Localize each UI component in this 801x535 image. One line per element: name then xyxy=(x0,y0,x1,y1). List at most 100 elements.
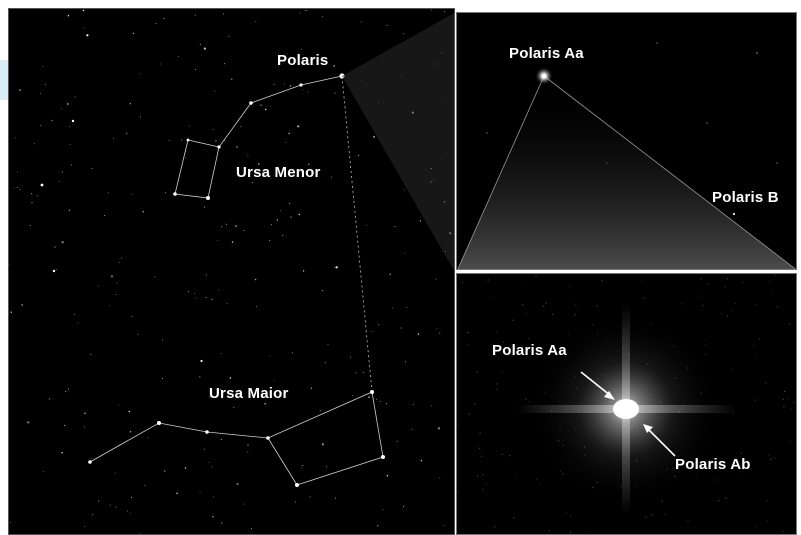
noise-speck xyxy=(737,476,739,478)
background-star xyxy=(121,257,123,259)
background-star xyxy=(420,460,423,462)
background-star xyxy=(10,311,12,313)
background-star xyxy=(396,440,398,442)
arrow-aa xyxy=(580,371,612,397)
background-star xyxy=(61,108,63,110)
background-star xyxy=(56,269,58,271)
background-star xyxy=(162,378,164,379)
polaris-ab-label: Polaris Ab xyxy=(675,456,751,473)
background-star xyxy=(84,426,86,428)
background-star xyxy=(44,84,46,85)
background-star xyxy=(203,47,206,50)
background-star xyxy=(333,65,335,67)
background-star xyxy=(13,187,15,189)
background-star xyxy=(64,424,66,427)
closeup-view xyxy=(457,274,795,534)
background-star xyxy=(301,48,303,50)
noise-speck xyxy=(789,323,791,325)
noise-speck xyxy=(772,290,774,292)
background-star xyxy=(115,506,117,508)
background-star xyxy=(292,352,293,354)
sky-panel: Polaris Ursa Menor Ursa Maior xyxy=(8,8,455,535)
background-star xyxy=(61,171,63,173)
background-star xyxy=(254,278,257,281)
noise-speck xyxy=(707,283,709,285)
background-star xyxy=(404,252,406,254)
background-star xyxy=(84,412,86,414)
noise-speck xyxy=(782,530,784,532)
background-star xyxy=(91,168,93,170)
background-star xyxy=(163,18,165,20)
ursa-minor-lines xyxy=(174,75,343,199)
polaris-b-star xyxy=(732,212,736,216)
noise-speck xyxy=(755,304,757,306)
background-star xyxy=(403,189,405,191)
noise-speck xyxy=(787,398,789,400)
background-star xyxy=(306,10,308,11)
background-star xyxy=(195,297,197,299)
noise-speck xyxy=(789,441,792,443)
background-star xyxy=(74,96,76,98)
background-star xyxy=(331,176,333,178)
background-star xyxy=(199,376,201,378)
background-star xyxy=(200,359,203,363)
noise-speck xyxy=(718,500,720,502)
background-star xyxy=(86,34,89,37)
noise-speck xyxy=(742,281,744,283)
background-star xyxy=(380,400,382,402)
pointer-line xyxy=(341,75,373,393)
polaris-b-label: Polaris B xyxy=(712,189,779,206)
background-star xyxy=(335,266,338,269)
background-star xyxy=(365,224,367,226)
noise-speck xyxy=(479,432,481,434)
noise-speck xyxy=(793,401,795,403)
background-star xyxy=(48,398,51,400)
noise-speck xyxy=(734,302,736,305)
background-star xyxy=(17,171,19,173)
background-star xyxy=(294,501,296,503)
background-star xyxy=(435,278,437,280)
edge-decoration xyxy=(0,60,8,100)
background-star xyxy=(284,60,286,62)
background-star xyxy=(27,421,30,424)
background-star xyxy=(155,22,157,24)
background-star xyxy=(203,448,205,450)
background-star xyxy=(220,352,222,354)
background-star xyxy=(68,388,70,390)
noise-speck xyxy=(753,345,755,347)
noise-speck xyxy=(545,344,548,346)
background-star xyxy=(302,270,305,272)
noise-speck xyxy=(522,304,524,306)
background-star xyxy=(129,512,131,514)
background-star xyxy=(444,11,446,13)
noise-speck xyxy=(482,488,484,490)
noise-speck xyxy=(522,346,524,348)
background-star xyxy=(255,21,257,23)
background-star xyxy=(431,405,433,407)
noise-speck xyxy=(782,398,784,400)
background-star xyxy=(83,28,85,30)
background-star xyxy=(301,89,303,91)
noise-speck xyxy=(754,399,756,401)
background-star xyxy=(286,53,288,55)
background-star xyxy=(97,285,99,287)
background-star xyxy=(308,163,310,165)
noise-speck xyxy=(478,447,481,449)
background-star xyxy=(31,193,33,195)
star xyxy=(381,455,385,459)
background-star xyxy=(321,443,324,446)
background-star xyxy=(322,16,323,18)
background-star xyxy=(37,195,38,197)
background-star xyxy=(110,275,113,278)
star xyxy=(88,460,92,464)
background-star xyxy=(61,241,64,244)
background-star xyxy=(258,163,260,165)
star xyxy=(186,138,190,142)
background-star xyxy=(378,323,380,325)
noise-speck xyxy=(726,315,729,317)
noise-speck xyxy=(461,281,463,283)
noise-speck xyxy=(705,340,707,342)
background-star xyxy=(289,85,292,87)
noise-speck xyxy=(548,530,550,532)
background-star xyxy=(325,466,327,468)
